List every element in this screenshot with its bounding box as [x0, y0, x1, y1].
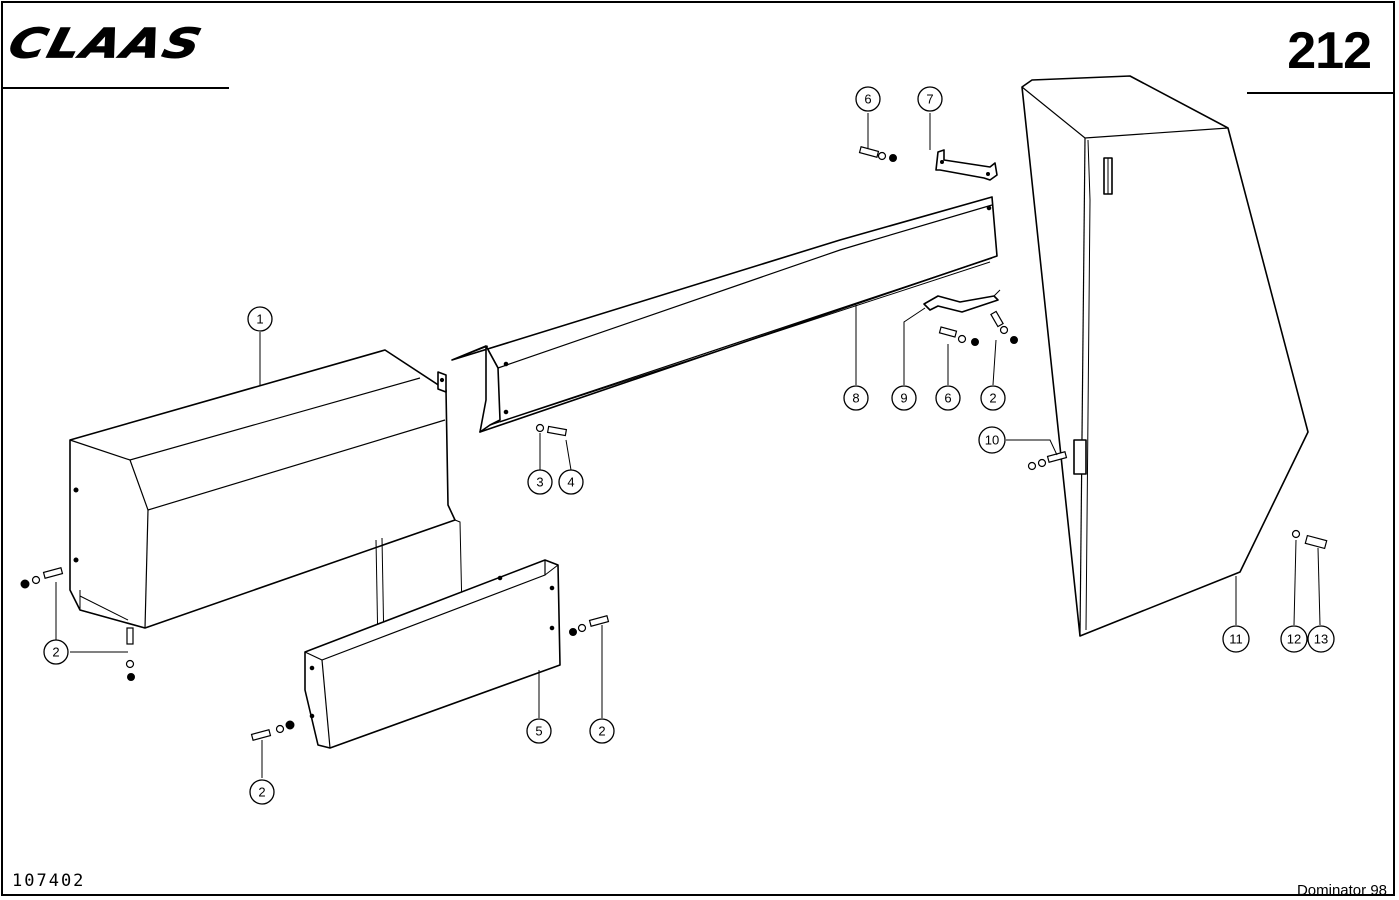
- model-name: Dominator 98: [1296, 882, 1387, 899]
- svg-text:1: 1: [256, 312, 263, 327]
- part-1-cover: [69, 349, 463, 651]
- callout-7: 7: [917, 86, 943, 112]
- leader-lines: [55, 113, 1321, 778]
- svg-text:3: 3: [536, 475, 543, 490]
- svg-text:10: 10: [985, 433, 999, 448]
- callout-2-left: 2: [43, 639, 69, 665]
- callout-10: 10: [978, 426, 1006, 454]
- callout-6-top: 6: [855, 86, 881, 112]
- callout-3: 3: [527, 469, 553, 495]
- svg-text:6: 6: [864, 92, 871, 107]
- page-number: 212: [1287, 22, 1372, 80]
- svg-text:12: 12: [1287, 632, 1301, 647]
- svg-text:7: 7: [926, 92, 933, 107]
- svg-text:2: 2: [598, 724, 605, 739]
- svg-text:6: 6: [944, 391, 951, 406]
- part-7-bracket: [935, 149, 998, 181]
- svg-text:8: 8: [852, 391, 859, 406]
- callout-5: 5: [526, 718, 552, 744]
- header-rule-left: [3, 87, 229, 89]
- part-5-lower-cover: [304, 559, 561, 749]
- svg-text:2: 2: [52, 645, 59, 660]
- callout-12: 12: [1280, 625, 1308, 653]
- svg-text:9: 9: [900, 391, 907, 406]
- callout-2-bottom: 2: [249, 779, 275, 805]
- part-9-bracket: [923, 289, 1001, 313]
- svg-text:2: 2: [989, 391, 996, 406]
- callout-11: 11: [1222, 625, 1250, 653]
- callout-4: 4: [558, 469, 584, 495]
- callout-6-right: 6: [935, 385, 961, 411]
- callout-9: 9: [891, 385, 917, 411]
- callout-2-lower-right: 2: [589, 718, 615, 744]
- svg-text:13: 13: [1314, 632, 1328, 647]
- svg-text:4: 4: [567, 475, 574, 490]
- hardware-fasteners: [20, 146, 1328, 741]
- document-code: 107402: [12, 871, 86, 891]
- svg-text:5: 5: [535, 724, 542, 739]
- part-11-side-panel: [1021, 75, 1309, 637]
- callout-13: 13: [1307, 625, 1335, 653]
- callout-2-right: 2: [980, 385, 1006, 411]
- callout-1: 1: [247, 306, 273, 332]
- callout-8: 8: [843, 385, 869, 411]
- part-8-channel-beam: [451, 196, 998, 433]
- svg-text:2: 2: [258, 785, 265, 800]
- header-rule-right: [1247, 92, 1395, 94]
- svg-text:11: 11: [1229, 632, 1243, 647]
